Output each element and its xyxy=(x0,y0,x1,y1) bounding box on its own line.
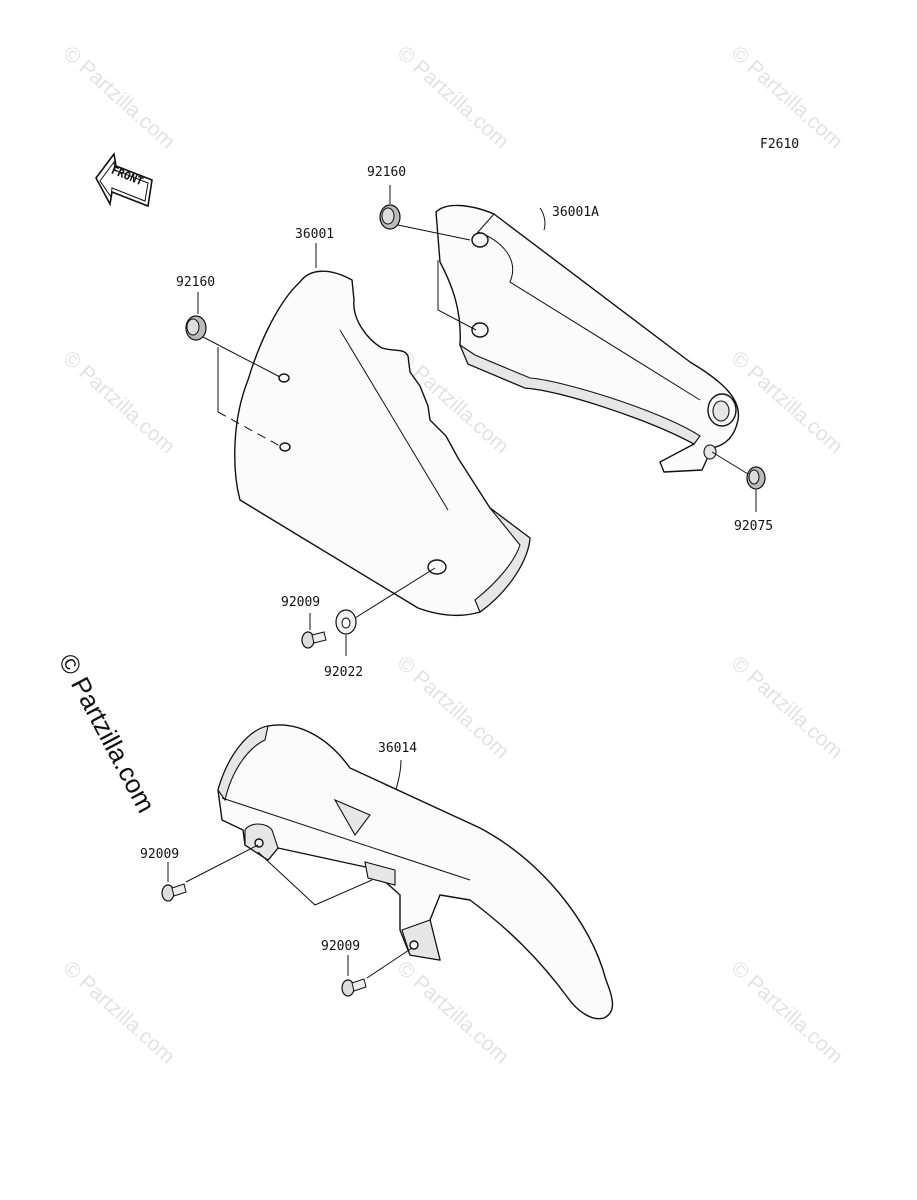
part-36001-cover xyxy=(234,270,531,617)
grommet-92160-top xyxy=(379,204,401,230)
watermark: © Partzilla.com xyxy=(393,42,514,154)
label-92160-left: 92160 xyxy=(176,275,215,290)
front-arrow-icon: FRONT xyxy=(95,152,153,208)
label-92009-chain-left: 92009 xyxy=(140,847,179,862)
label-92075: 92075 xyxy=(734,519,773,534)
bolt-92009-chain-left xyxy=(161,883,187,902)
grommet-92075 xyxy=(746,466,766,490)
watermark: © Partzilla.com xyxy=(59,42,180,154)
figure-code: F2610 xyxy=(760,137,799,152)
label-92160-top: 92160 xyxy=(367,165,406,180)
label-36014: 36014 xyxy=(378,741,417,756)
watermark: © Partzilla.com xyxy=(393,957,514,1069)
label-92022: 92022 xyxy=(324,665,363,680)
part-36014-chain-cover xyxy=(217,724,614,1020)
watermark: © Partzilla.com xyxy=(727,957,848,1069)
watermark: © Partzilla.com xyxy=(727,652,848,764)
copyright-text: © Partzilla.com xyxy=(53,649,162,818)
washer-92022 xyxy=(335,609,357,635)
leader-lines xyxy=(167,185,757,979)
watermark: © Partzilla.com xyxy=(727,347,848,459)
label-92009-chain-bottom: 92009 xyxy=(321,939,360,954)
part-36001a-cover xyxy=(435,204,740,473)
bolt-92009-upper xyxy=(301,631,327,649)
label-92009-upper: 92009 xyxy=(281,595,320,610)
watermark: © Partzilla.com xyxy=(59,347,180,459)
grommet-92160-left xyxy=(185,315,207,341)
label-36001a: 36001A xyxy=(552,205,599,220)
watermark: © Partzilla.com xyxy=(59,957,180,1069)
bolt-92009-chain-bottom xyxy=(341,978,367,997)
label-36001: 36001 xyxy=(295,227,334,242)
